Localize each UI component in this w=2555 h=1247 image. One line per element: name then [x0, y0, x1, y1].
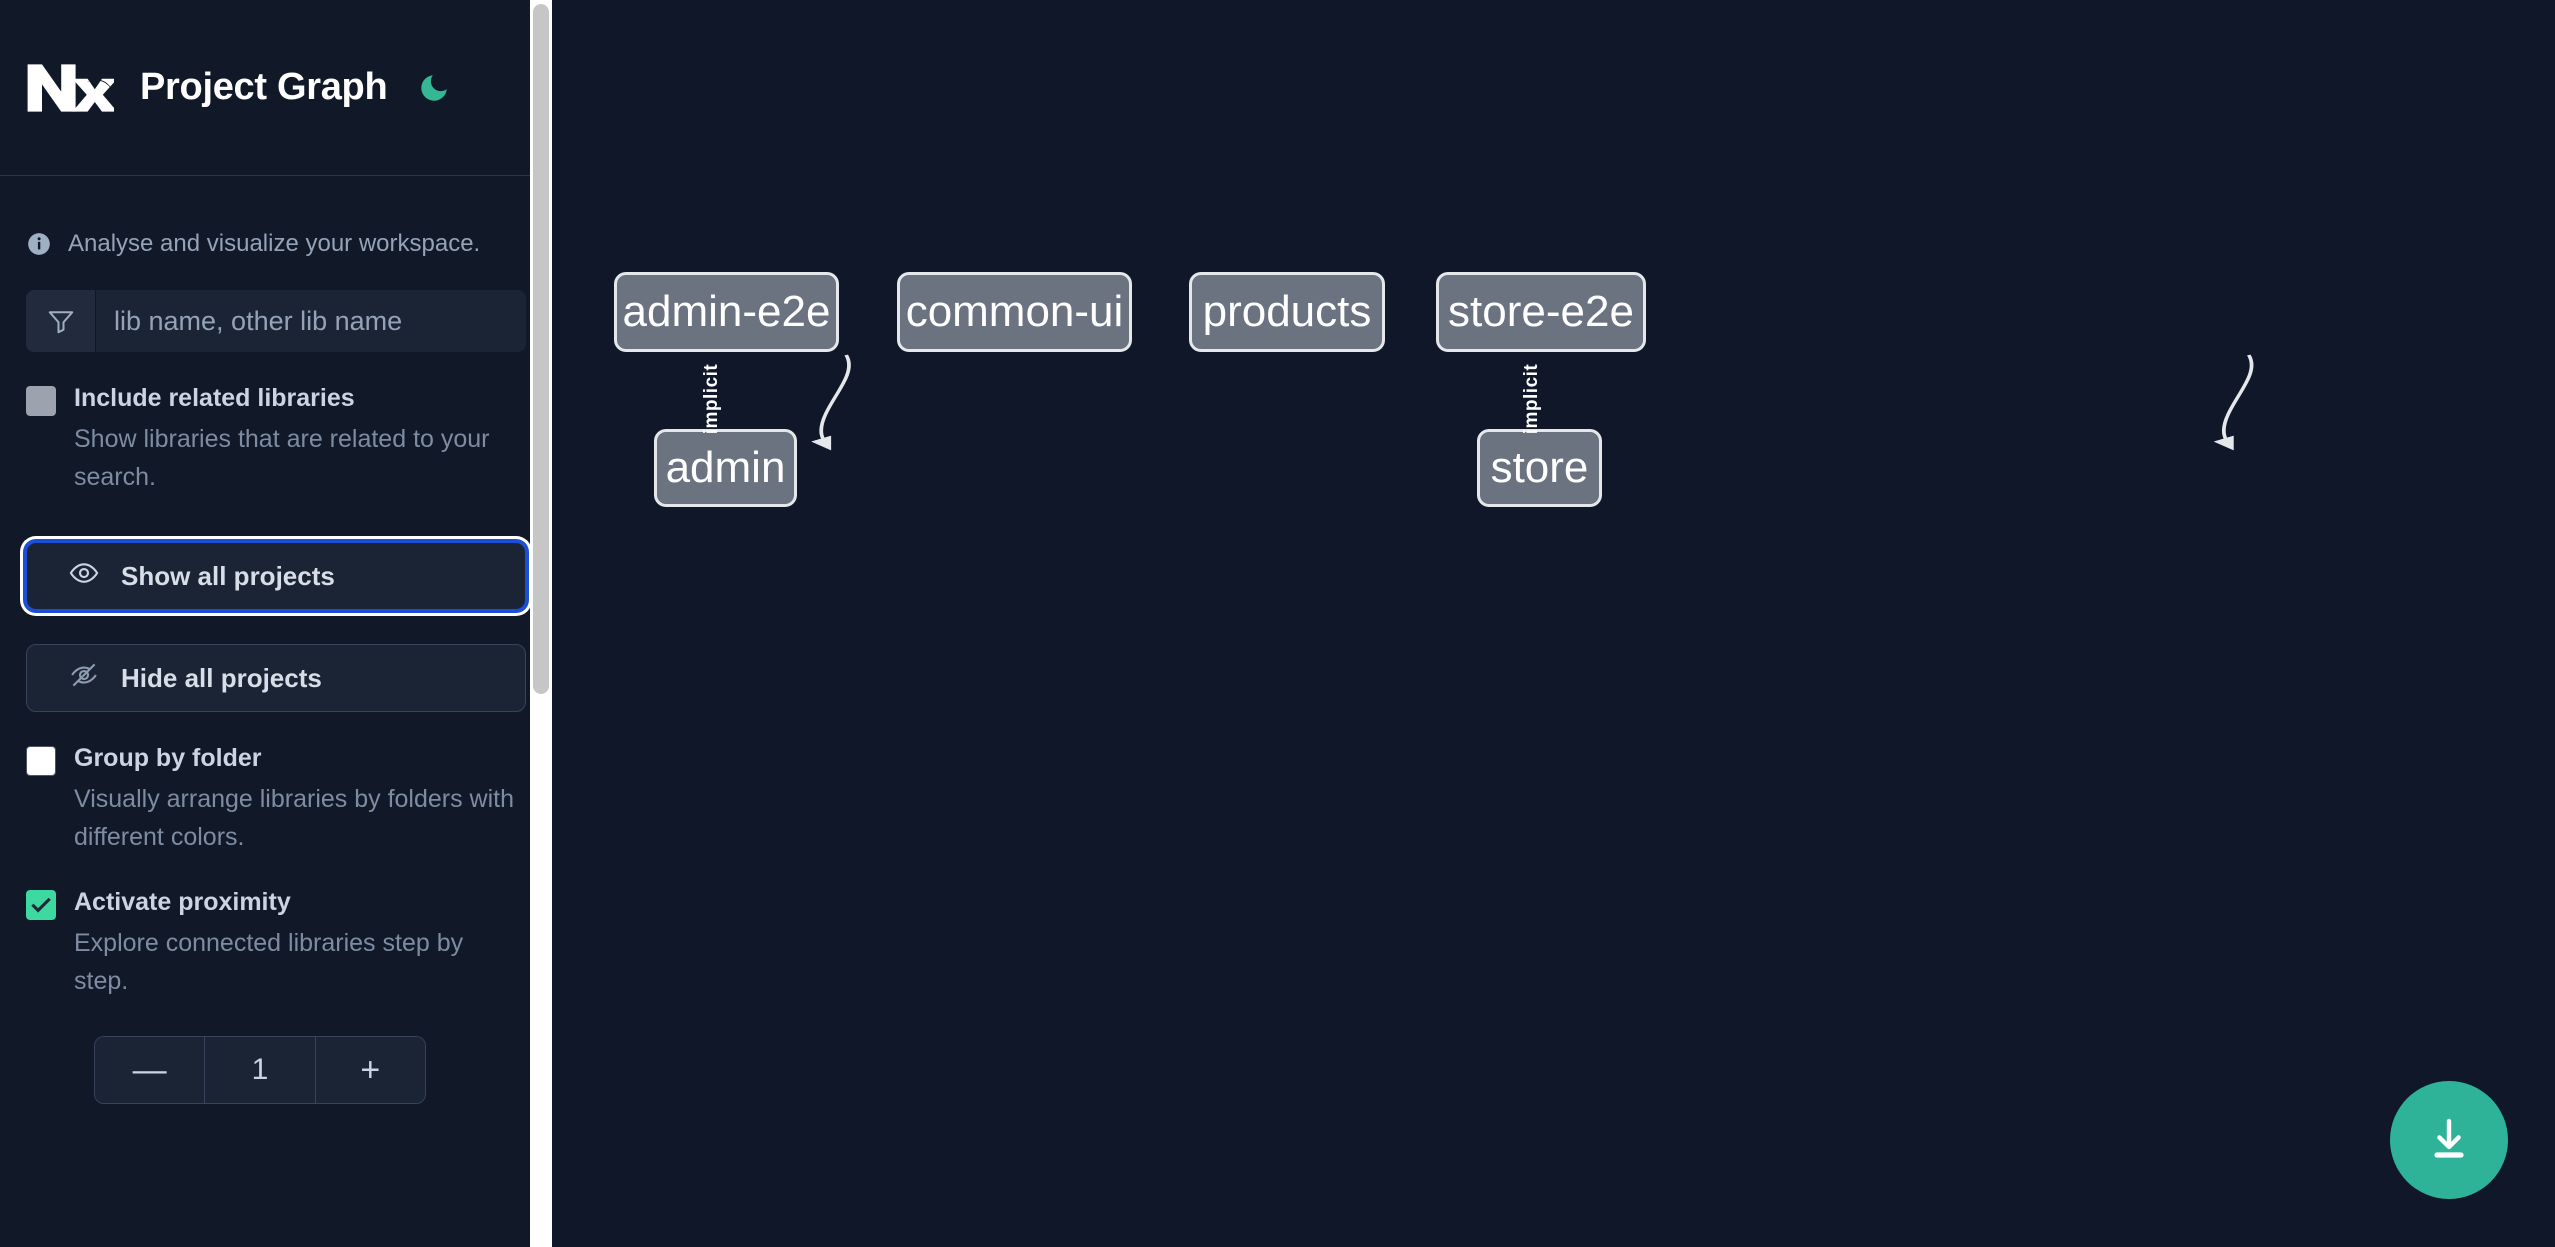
checkbox-include-related-libraries[interactable]	[26, 386, 56, 416]
sidebar-scrollbar[interactable]	[530, 0, 552, 1247]
option-activate-proximity: Activate proximity Explore connected lib…	[26, 886, 526, 1104]
option-description: Explore connected libraries step by step…	[74, 929, 464, 995]
graph-node-label: common-ui	[905, 287, 1124, 336]
option-label: Group by folder	[74, 744, 262, 772]
option-description: Visually arrange libraries by folders wi…	[74, 785, 515, 851]
graph-node-label: store-e2e	[1448, 287, 1634, 336]
sidebar-tagline-text: Analyse and visualize your workspace.	[68, 230, 481, 257]
hide-all-projects-label: Hide all projects	[121, 662, 322, 693]
graph-node-admin-e2e[interactable]: admin-e2e	[614, 272, 839, 352]
search-bar	[26, 290, 526, 352]
graph-node-store-e2e[interactable]: store-e2e	[1436, 272, 1646, 352]
proximity-stepper: — 1 +	[94, 1036, 426, 1104]
graph-node-store[interactable]: store	[1477, 429, 1602, 507]
download-icon	[2425, 1115, 2473, 1166]
graph-node-admin[interactable]: admin	[654, 429, 797, 507]
option-group-by-folder: Group by folder Visually arrange librari…	[26, 742, 526, 856]
graph-node-common-ui[interactable]: common-ui	[897, 272, 1132, 352]
sidebar: Project Graph Analyse and visualize your…	[0, 0, 552, 1247]
proximity-increment-button[interactable]: +	[315, 1037, 425, 1103]
graph-canvas[interactable]: admin-e2e common-ui products store-e2e a…	[552, 0, 2555, 1247]
sidebar-body: Analyse and visualize your workspace. In…	[0, 176, 552, 1104]
graph-node-label: admin-e2e	[622, 287, 831, 336]
download-graph-button[interactable]	[2390, 1081, 2508, 1199]
graph-edge-label-store-implicit: implicit	[1521, 363, 1542, 435]
nx-logo-icon	[26, 58, 118, 118]
sidebar-scrollbar-thumb[interactable]	[533, 4, 549, 694]
option-row[interactable]: Group by folder	[26, 742, 526, 776]
moon-icon[interactable]	[413, 67, 455, 109]
filter-icon[interactable]	[26, 290, 96, 352]
graph-edge-label-admin-implicit: implicit	[701, 363, 722, 435]
graph-node-label: products	[1202, 287, 1372, 336]
sidebar-header: Project Graph	[0, 0, 552, 176]
sidebar-tagline: Analyse and visualize your workspace.	[26, 176, 526, 276]
option-description: Show libraries that are related to your …	[74, 425, 490, 491]
proximity-value: 1	[204, 1037, 316, 1103]
page-title: Project Graph	[140, 66, 388, 108]
checkbox-activate-proximity[interactable]	[26, 890, 56, 920]
hide-all-projects-button[interactable]: Hide all projects	[26, 644, 526, 712]
info-icon	[26, 231, 52, 257]
proximity-decrement-button[interactable]: —	[95, 1037, 205, 1103]
search-input[interactable]	[96, 290, 526, 352]
graph-node-label: store	[1490, 443, 1589, 492]
checkbox-group-by-folder[interactable]	[26, 746, 56, 776]
graph-node-label: admin	[665, 443, 786, 492]
option-include-related-libraries: Include related libraries Show libraries…	[26, 382, 526, 496]
option-label: Include related libraries	[74, 384, 355, 412]
option-label: Activate proximity	[74, 888, 291, 916]
eye-off-icon	[69, 660, 99, 697]
show-all-projects-label: Show all projects	[121, 560, 335, 591]
visibility-button-group: Show all projects Hide all projects	[26, 542, 526, 712]
option-row[interactable]: Activate proximity	[26, 886, 526, 920]
show-all-projects-button[interactable]: Show all projects	[26, 542, 526, 610]
eye-icon	[69, 558, 99, 595]
graph-node-products[interactable]: products	[1189, 272, 1385, 352]
option-row[interactable]: Include related libraries	[26, 382, 526, 416]
graph-edges	[810, 354, 2254, 451]
